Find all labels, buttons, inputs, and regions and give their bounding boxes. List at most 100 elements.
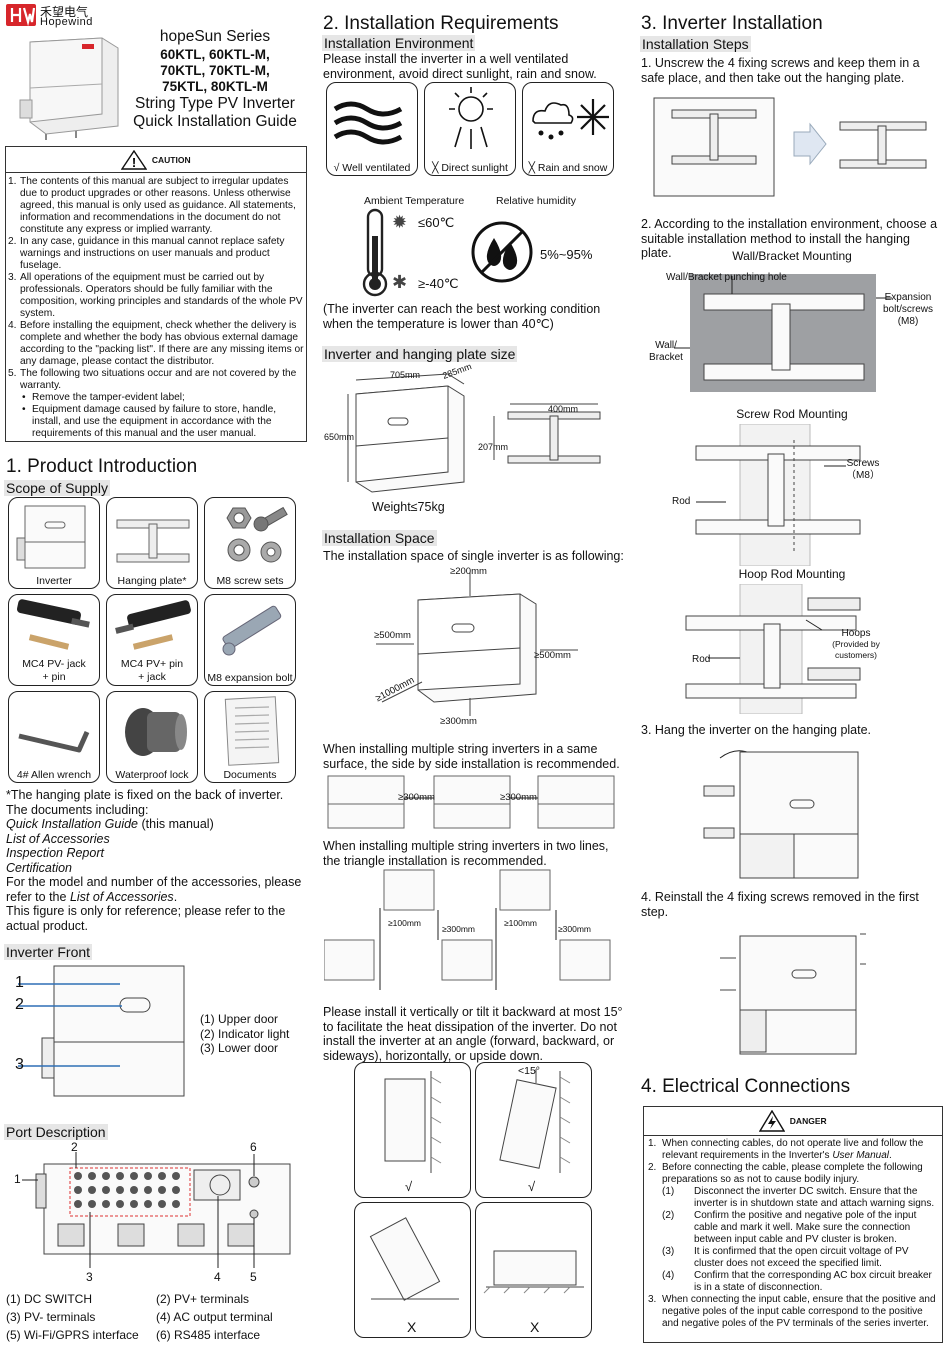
supply-item-label: M8 expansion bolt xyxy=(207,672,293,684)
side-gap-2: ≥300mm xyxy=(500,792,537,803)
step-2-text: 2. According to the installation environ… xyxy=(641,217,938,260)
hanging-plate-icon xyxy=(116,519,190,563)
humidity-range: 5%~95% xyxy=(540,247,593,262)
dim-plate-width: 400mm xyxy=(548,404,579,414)
danger-item-1: 1. When connecting cables, do not operat… xyxy=(648,1138,924,1161)
dim-height: 650mm xyxy=(324,432,355,442)
supply-item-pv-minus: MC4 PV- jack + pin xyxy=(8,594,100,686)
supply-item-expansion-bolt: M8 expansion bolt xyxy=(204,594,296,686)
title-series: hopeSun Series xyxy=(159,28,271,45)
dim-width: 705mm xyxy=(390,370,421,380)
tilt-forward-bad: X xyxy=(354,1202,471,1338)
wall-punch-label: Wall/Bracket punching hole xyxy=(666,272,787,283)
document-title: hopeSun Series 60KTL, 60KTL-M, 70KTL, 70… xyxy=(120,28,310,132)
front-callout-1: 1 xyxy=(15,974,24,991)
side-by-side-diagram: ≥300mm ≥300mm xyxy=(324,772,620,834)
danger-list: 1. When connecting cables, do not operat… xyxy=(644,1136,942,1330)
space-text: The installation space of single inverte… xyxy=(323,549,624,563)
tri-gap-h-1: ≥100mm xyxy=(388,918,422,928)
supply-item-label: M8 screw sets xyxy=(216,575,284,587)
supply-item-inverter: Inverter xyxy=(8,497,100,589)
temp-high: ≤60℃ xyxy=(418,215,455,230)
section-1-title: 1. Product Introduction xyxy=(6,456,198,477)
env-label: ╳ Rain and snow xyxy=(528,162,608,174)
screw-rod-diagram: Screws（M8） Rod xyxy=(644,424,942,566)
note-documents: The documents including: xyxy=(6,802,149,817)
tilt-mark: X xyxy=(407,1319,417,1335)
caution-item: 5.The following two situations occur and… xyxy=(8,368,297,391)
sun-small-icon: ✹ xyxy=(392,212,408,232)
supply-item-documents: Documents xyxy=(204,691,296,783)
caution-list: 1.The contents of this manual are subjec… xyxy=(6,173,306,442)
wind-icon xyxy=(333,101,403,145)
supply-item-label: Inverter xyxy=(36,575,72,587)
hoop-rod-diagram: Hoops (Provided by customers) Rod xyxy=(644,584,942,714)
danger-sub-item: (1)Disconnect the inverter DC switch. En… xyxy=(662,1186,935,1209)
documents-icon xyxy=(224,696,280,766)
note-hanging-plate: *The hanging plate is fixed on the back … xyxy=(6,788,284,802)
supply-item-label: Documents xyxy=(223,769,277,781)
hoop-label: Hoops (Provided by customers) xyxy=(832,628,880,660)
supply-item-label: MC4 PV+ pin + jack xyxy=(120,658,184,683)
tilt-mark: √ xyxy=(528,1179,536,1194)
danger-item-2: 2. Before connecting the cable, please c… xyxy=(648,1162,923,1185)
space-right: ≥500mm xyxy=(534,650,571,661)
brand-cn-name: 禾望电气 xyxy=(40,5,89,19)
legend-dc-switch: (1) DC SWITCH xyxy=(6,1292,92,1306)
hoop-rod-title: Hoop Rod Mounting xyxy=(738,567,846,581)
front-callout-3: 3 xyxy=(15,1056,24,1073)
legend-pv-plus: (2) PV+ terminals xyxy=(156,1292,250,1306)
ambient-temp-label: Ambient Temperature xyxy=(364,195,465,207)
env-well-ventilated: √ Well ventilated xyxy=(326,82,418,176)
multi-install-text-2: When installing multiple string inverter… xyxy=(323,839,609,868)
caution-label: CAUTION xyxy=(151,155,191,165)
step-4-text: 4. Reinstall the 4 fixing screws removed… xyxy=(641,890,919,919)
title-product: String Type PV Inverter xyxy=(135,94,295,112)
svg-text:!: ! xyxy=(132,155,136,170)
step-3-text: 3. Hang the inverter on the hanging plat… xyxy=(641,723,872,737)
doc-accessories: List of Accessories xyxy=(6,831,110,846)
env-direct-sunlight: ╳ Direct sunlight xyxy=(424,82,516,176)
note-accessories-ref: For the model and number of the accessor… xyxy=(6,875,302,904)
tilt-text: Please install it vertically or tilt it … xyxy=(323,1005,623,1063)
scope-of-supply-title: Scope of Supply xyxy=(4,480,110,496)
mc4-connector-icon xyxy=(115,600,191,650)
supply-item-pv-plus: MC4 PV+ pin + jack xyxy=(106,594,198,686)
installation-environment-title: Installation Environment xyxy=(322,35,476,51)
section-2-title: 2. Installation Requirements xyxy=(323,13,559,34)
allen-wrench-icon xyxy=(18,730,90,753)
mc4-connector-icon xyxy=(16,599,90,650)
supply-item-waterproof-lock: Waterproof lock xyxy=(106,691,198,783)
tilt-angle: <15° xyxy=(518,1065,541,1077)
danger-box: DANGER 1. When connecting cables, do not… xyxy=(643,1106,943,1343)
side-gap-1: ≥300mm xyxy=(398,792,435,803)
title-models-2: 70KTL, 70KTL-M, xyxy=(160,62,270,78)
tri-gap-v-1: ≥300mm xyxy=(442,924,476,934)
port-callout-6: 6 xyxy=(250,1140,257,1154)
danger-label: DANGER xyxy=(789,1116,827,1126)
tilt-vertical-ok: √ xyxy=(354,1062,471,1198)
screw-rod-title: Screw Rod Mounting xyxy=(736,407,848,421)
danger-sub-item: (2)Confirm the positive and negative pol… xyxy=(662,1210,917,1245)
environment-text: Please install the inverter in a well ve… xyxy=(323,52,597,81)
step-1-text: 1. Unscrew the 4 fixing screws and keep … xyxy=(641,56,920,85)
port-description-title: Port Description xyxy=(4,1124,108,1140)
dim-plate-height: 207mm xyxy=(478,442,509,452)
multi-install-text-1: When installing multiple string inverter… xyxy=(323,742,620,771)
supply-item-label: MC4 PV- jack + pin xyxy=(22,658,86,683)
step-3-diagram xyxy=(700,742,870,888)
sun-icon xyxy=(449,87,493,149)
temperature-note: (The inverter can reach the best working… xyxy=(323,302,601,331)
weight: Weight≤75kg xyxy=(372,500,445,514)
doc-inspection: Inspection Report xyxy=(6,846,104,860)
legend-ac-output: (4) AC output terminal xyxy=(156,1310,273,1324)
triangle-diagram: ≥100mm ≥300mm ≥100mm ≥300mm xyxy=(324,868,620,990)
rain-snow-icon xyxy=(532,99,609,140)
danger-header: DANGER xyxy=(644,1107,942,1136)
size-diagram: 705mm 285mm 650mm 400mm 207mm xyxy=(322,361,622,524)
humidity-icon xyxy=(470,220,534,284)
screw-set-icon xyxy=(226,506,288,563)
brand-logo: 禾望电气 Hopewind xyxy=(6,4,116,28)
space-bottom: ≥300mm xyxy=(440,716,477,727)
env-label: ╳ Direct sunlight xyxy=(432,162,508,174)
